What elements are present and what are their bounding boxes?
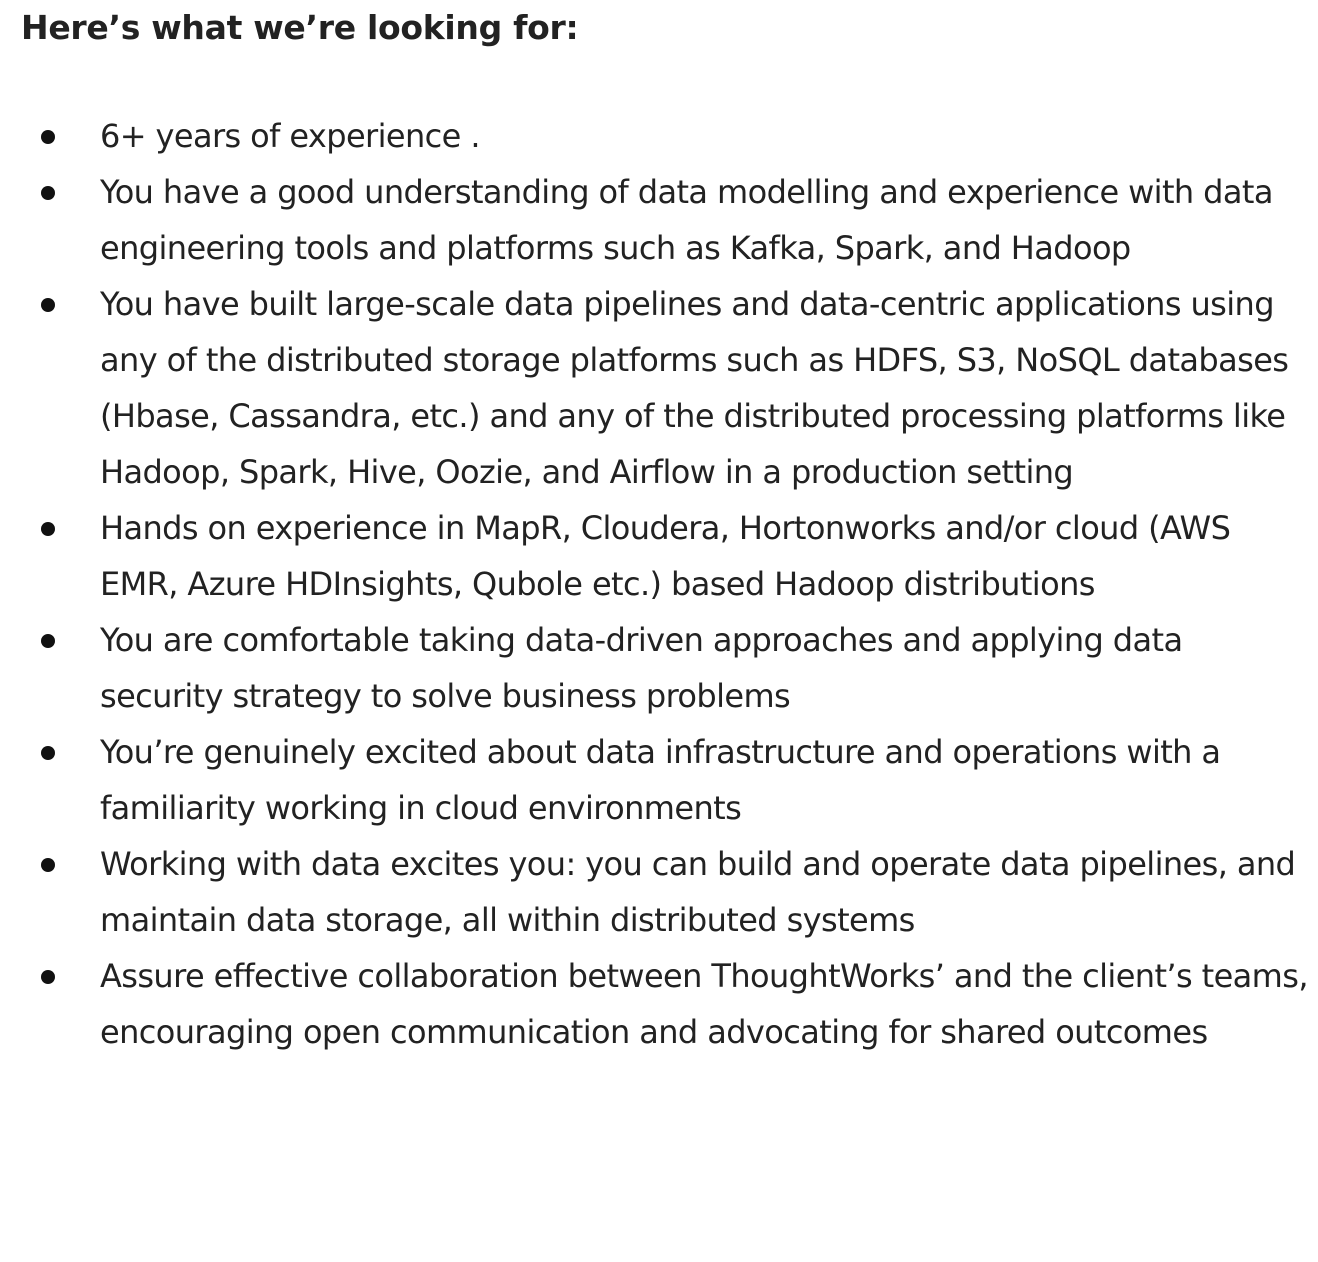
list-item: Hands on experience in MapR, Cloudera, H… <box>21 500 1311 612</box>
bullet-icon <box>41 522 55 536</box>
bullet-icon <box>41 130 55 144</box>
job-requirements-section: Here’s what we’re looking for: 6+ years … <box>21 4 1311 1060</box>
list-item: 6+ years of experience . <box>21 108 1311 164</box>
list-item: Assure effective collaboration between T… <box>21 948 1311 1060</box>
list-item: You are comfortable taking data-driven a… <box>21 612 1311 724</box>
list-item-text: You are comfortable taking data-driven a… <box>100 621 1183 715</box>
list-item-text: Hands on experience in MapR, Cloudera, H… <box>100 509 1231 603</box>
list-item-text: Assure effective collaboration between T… <box>100 957 1309 1051</box>
bullet-icon <box>41 970 55 984</box>
list-item: You have built large-scale data pipeline… <box>21 276 1311 500</box>
list-item-text: You have built large-scale data pipeline… <box>100 285 1289 491</box>
list-item-text: 6+ years of experience . <box>100 117 481 155</box>
requirements-list: 6+ years of experience . You have a good… <box>21 108 1311 1060</box>
list-item-text: Working with data excites you: you can b… <box>100 845 1296 939</box>
list-item-text: You’re genuinely excited about data infr… <box>100 733 1221 827</box>
list-item: Working with data excites you: you can b… <box>21 836 1311 948</box>
bullet-icon <box>41 746 55 760</box>
section-heading: Here’s what we’re looking for: <box>21 8 579 47</box>
bullet-icon <box>41 858 55 872</box>
list-item: You’re genuinely excited about data infr… <box>21 724 1311 836</box>
bullet-icon <box>41 298 55 312</box>
list-item-text: You have a good understanding of data mo… <box>100 173 1273 267</box>
list-item: You have a good understanding of data mo… <box>21 164 1311 276</box>
bullet-icon <box>41 634 55 648</box>
bullet-icon <box>41 186 55 200</box>
